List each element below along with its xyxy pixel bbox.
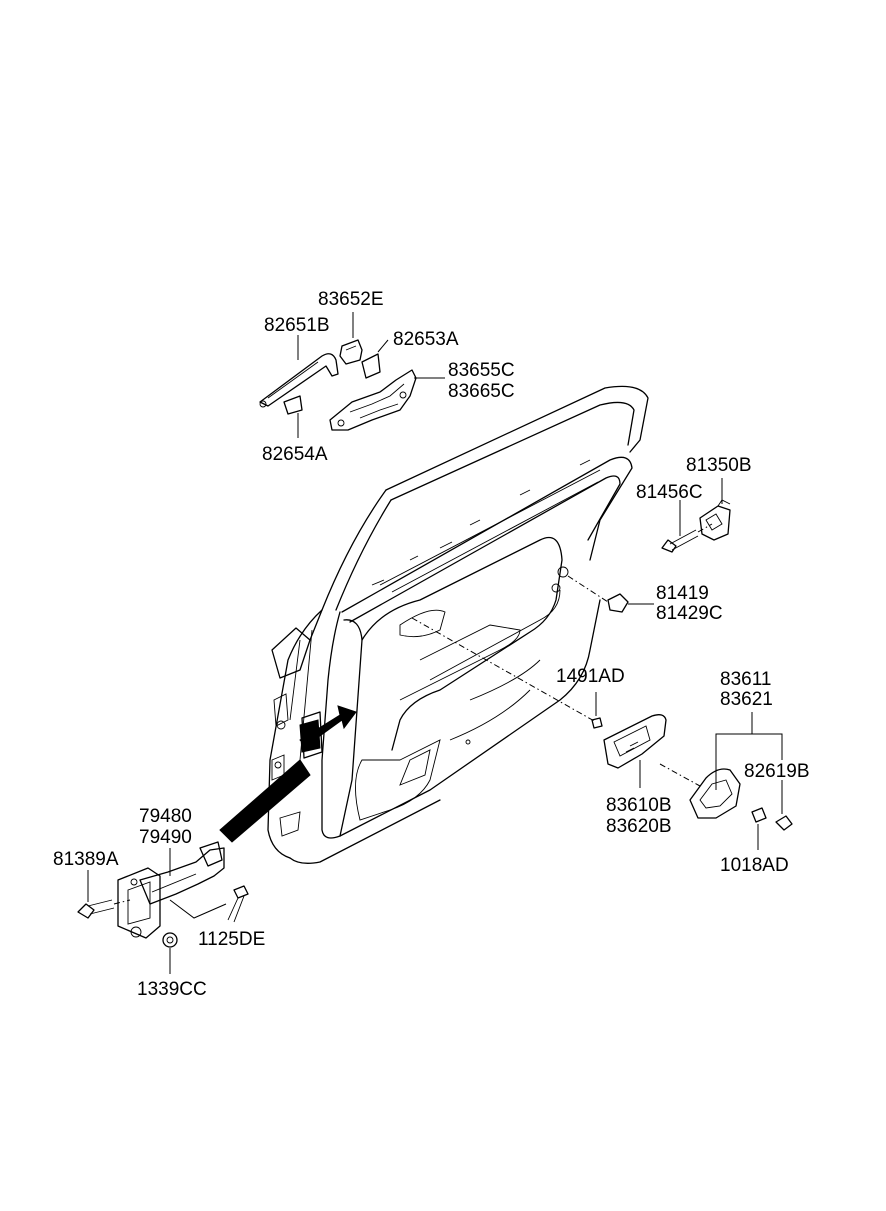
label-1018AD: 1018AD: [720, 855, 789, 876]
label-83611: 83611: [720, 669, 771, 690]
label-83655C: 83655C: [448, 360, 515, 381]
label-1125DE: 1125DE: [198, 929, 265, 950]
handle-bezel-83611: [689, 768, 741, 819]
cap-82619B: [775, 815, 793, 831]
nut-1339CC: [162, 932, 178, 948]
pad-82654A: [283, 395, 303, 415]
label-81389A: 81389A: [53, 849, 119, 870]
part-labels: 83652E 82651B 82653A 83655C 83665C 82654…: [53, 289, 810, 1000]
label-81419: 81419: [656, 583, 709, 604]
label-83610B: 83610B: [606, 795, 672, 816]
checker-location-arrows: [219, 705, 357, 843]
label-83620B: 83620B: [606, 816, 672, 837]
label-82651B: 82651B: [264, 315, 330, 336]
label-81350B: 81350B: [686, 455, 752, 476]
screw-1018AD: [751, 807, 767, 823]
label-82619B: 82619B: [744, 761, 810, 782]
label-79490: 79490: [139, 827, 192, 848]
label-1339CC: 1339CC: [137, 979, 207, 1000]
label-83652E: 83652E: [318, 289, 384, 310]
leader-lines: [87, 312, 783, 974]
clip-81419: [567, 575, 629, 613]
label-79480: 79480: [139, 806, 192, 827]
label-82653A: 82653A: [393, 329, 459, 350]
inside-handle-83610B: [603, 714, 667, 769]
label-81429C: 81429C: [656, 603, 723, 624]
bolt-81389A: [77, 899, 131, 919]
label-83621: 83621: [720, 689, 773, 710]
label-82654A: 82654A: [262, 444, 328, 465]
inside-handle-dashline: [411, 617, 701, 787]
outside-handle-82651B: [259, 353, 339, 408]
label-83665C: 83665C: [448, 381, 515, 402]
striker-81350B: [699, 499, 731, 541]
door-panel: [267, 385, 649, 864]
label-1491AD: 1491AD: [556, 666, 625, 687]
screw-81456C: [661, 523, 713, 553]
label-81456C: 81456C: [636, 482, 703, 503]
handle-cover-83652E: [339, 339, 363, 365]
bolt-1125DE: [227, 885, 249, 923]
handle-base-83655C: [329, 369, 417, 431]
door-checker-79480: [117, 841, 225, 939]
pad-82653A: [361, 353, 381, 379]
screw-1491AD: [591, 717, 603, 729]
